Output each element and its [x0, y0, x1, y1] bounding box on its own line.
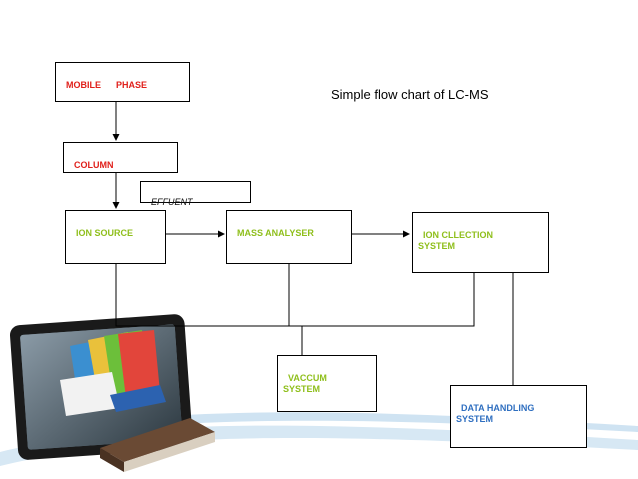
chart-title: Simple flow chart of LC-MS [331, 87, 489, 102]
node-column: COLUMN [63, 142, 178, 173]
node-vaccum-system: VACCUM SYSTEM [277, 355, 377, 412]
node-mass-analyser: MASS ANALYSER [226, 210, 352, 264]
node-ion-collection-label: ION CLLECTION SYSTEM [418, 230, 494, 251]
node-data-handling-system: DATA HANDLING SYSTEM [450, 385, 587, 448]
node-effuent: EFFUENT [140, 181, 251, 207]
node-ion-collection-system: ION CLLECTION SYSTEM [412, 212, 549, 273]
line-vacuum-bus [115, 264, 475, 327]
node-effuent-label: EFFUENT [151, 197, 193, 207]
node-column-label: COLUMN [74, 160, 114, 170]
node-mass-analyser-label: MASS ANALYSER [237, 228, 314, 238]
node-mobile-phase: MOBILE PHASE [55, 62, 190, 102]
node-data-handling-label: DATA HANDLING SYSTEM [456, 403, 535, 424]
node-mobile-phase-label: MOBILE PHASE [66, 80, 148, 90]
node-ion-source-label: ION SOURCE [76, 228, 134, 238]
node-ion-source: ION SOURCE [65, 210, 166, 264]
node-vaccum-label: VACCUM SYSTEM [283, 373, 327, 394]
